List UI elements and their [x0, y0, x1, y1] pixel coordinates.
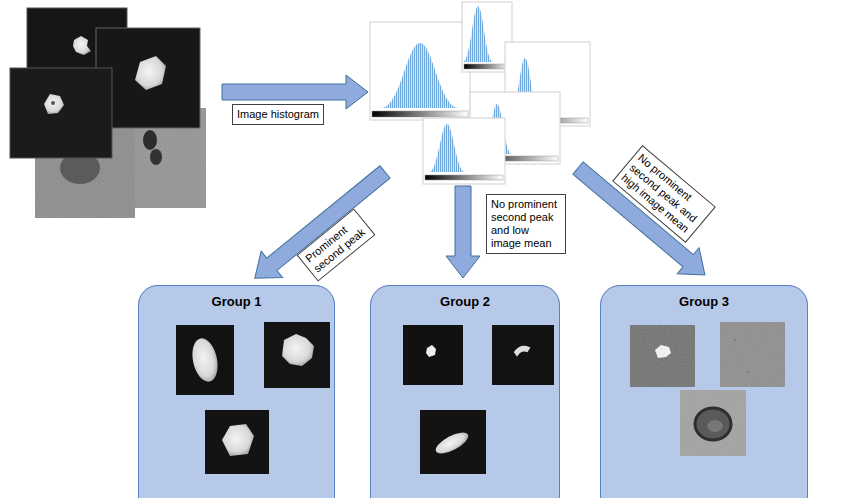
- micrograph-stack: [143, 130, 157, 150]
- micrograph: [282, 334, 314, 366]
- micrograph: [720, 322, 785, 387]
- label-text: Group 3: [601, 294, 807, 309]
- micrograph-stack: [135, 56, 166, 90]
- histogram-panel: [423, 118, 505, 184]
- micrograph: [680, 390, 746, 456]
- micrograph: [176, 322, 330, 474]
- histogram-panel: [370, 22, 470, 120]
- label-text: Group 2: [371, 294, 559, 309]
- histogram-panel: [381, 43, 459, 108]
- histogram-panel: [370, 22, 470, 120]
- histogram-panel: [425, 175, 503, 180]
- micrograph: [426, 345, 436, 357]
- micrograph-stack: [73, 36, 91, 55]
- micrograph: [189, 336, 222, 384]
- micrograph-stack: [44, 94, 64, 114]
- label-text: Image histogram: [237, 108, 319, 121]
- histogram-panel: [429, 124, 465, 172]
- group-fill: [138, 285, 808, 498]
- micrograph: [403, 325, 463, 385]
- micrograph-stack: [10, 8, 206, 218]
- micrograph-stack: [51, 101, 55, 105]
- micrograph: [420, 410, 486, 474]
- histogram-panel: [464, 64, 510, 69]
- label-text: No prominent second peak and low image m…: [491, 198, 561, 250]
- micrograph: [734, 339, 736, 341]
- branch-label: No prominent second peak and low image m…: [486, 194, 566, 254]
- arrow-label: Image histogram: [232, 104, 324, 125]
- histogram-panel: [372, 111, 468, 117]
- micrograph: [707, 420, 723, 432]
- micrograph: [264, 322, 330, 388]
- micrograph: [747, 371, 749, 373]
- micrograph: [176, 325, 234, 395]
- micrograph: [695, 408, 731, 440]
- group-box: Group 1: [138, 285, 335, 498]
- block-arrow: [446, 186, 480, 278]
- group-fill: [370, 285, 560, 498]
- micrograph: [655, 345, 671, 358]
- block-arrow: [222, 75, 716, 291]
- micrograph: [205, 410, 269, 474]
- micrograph: [433, 428, 471, 457]
- group-fill: [138, 285, 335, 498]
- micrograph: [222, 424, 254, 456]
- micrograph: [630, 325, 695, 387]
- block-arrow: [244, 159, 396, 292]
- histogram-panel: [423, 118, 505, 184]
- micrograph: [492, 325, 554, 385]
- micrograph: [759, 359, 761, 361]
- micrograph-stack: [150, 149, 162, 165]
- histogram-panel: [463, 6, 493, 62]
- group-fill: [600, 285, 808, 498]
- micrograph-stack: [10, 68, 112, 158]
- group-box: Group 2: [370, 285, 560, 498]
- group-box: Group 3: [600, 285, 808, 498]
- micrograph: [630, 322, 785, 456]
- branch-label: No prominent second peak and high image …: [612, 145, 716, 243]
- label-text: Group 1: [139, 294, 334, 309]
- micrograph: [403, 325, 554, 474]
- micrograph: [515, 347, 529, 355]
